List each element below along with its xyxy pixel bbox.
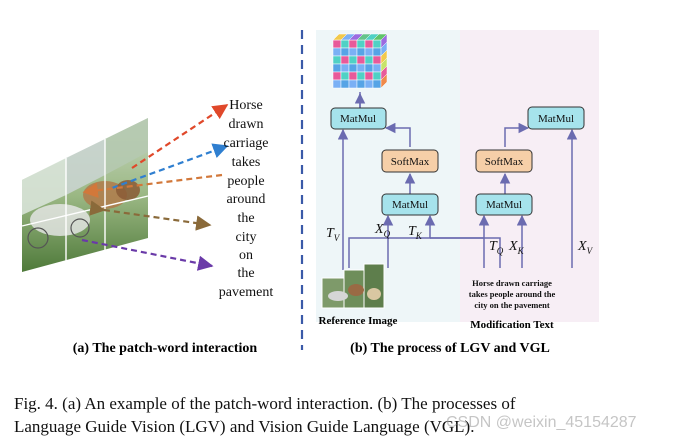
label-xk: XK xyxy=(508,239,525,256)
svg-text:SoftMax: SoftMax xyxy=(391,156,430,168)
cube-cell xyxy=(356,55,366,65)
softmax-left: SoftMax xyxy=(381,149,439,173)
word: the xyxy=(237,211,254,226)
label-tq: TQ xyxy=(489,239,504,256)
cube-cell xyxy=(364,55,374,65)
cube-cell xyxy=(356,71,366,81)
arrow-people xyxy=(82,173,223,198)
cube-cell xyxy=(348,39,358,49)
vgl-region xyxy=(460,30,599,322)
word: takes xyxy=(232,155,261,170)
patch-word-arrows xyxy=(81,104,229,271)
lgv-connectors xyxy=(337,92,436,270)
svg-text:takes people around the: takes people around the xyxy=(469,289,556,299)
cube-cell xyxy=(364,47,374,57)
cube-cell xyxy=(332,63,342,73)
cube-cell xyxy=(332,79,342,89)
modification-text-label: Modification Text xyxy=(470,319,554,331)
reference-image-label: Reference Image xyxy=(319,315,398,327)
label-xv: XV xyxy=(577,239,594,256)
cube-cell xyxy=(372,63,382,73)
arrow-horse xyxy=(131,104,229,169)
cube-cell xyxy=(340,63,350,73)
cube-cell xyxy=(340,55,350,65)
modification-text: Horse drawn carriage takes people around… xyxy=(469,278,556,310)
word: carriage xyxy=(223,136,268,151)
cube-cell xyxy=(364,71,374,81)
word: around xyxy=(227,192,266,207)
reference-image xyxy=(321,263,385,309)
label-tk: TK xyxy=(408,224,423,241)
cube-cell xyxy=(348,71,358,81)
vgl-connectors xyxy=(430,122,578,268)
svg-text:MatMul: MatMul xyxy=(538,113,574,125)
matmul-bottom-right: MatMul xyxy=(475,193,533,216)
cube-cell xyxy=(364,63,374,73)
cube-cell xyxy=(372,79,382,89)
word: drawn xyxy=(229,117,264,132)
cube-cell xyxy=(332,55,342,65)
svg-text:Horse drawn carriage: Horse drawn carriage xyxy=(472,278,552,288)
word: Horse xyxy=(229,98,262,113)
figure-caption: Fig. 4. (a) An example of the patch-word… xyxy=(14,392,684,438)
cube-cell xyxy=(356,79,366,89)
cube-cell xyxy=(340,71,350,81)
matmul-top-left: MatMul xyxy=(330,107,387,130)
svg-text:city on the pavement: city on the pavement xyxy=(474,300,549,310)
word: city xyxy=(236,230,257,245)
panel-b-subtitle: (b) The process of LGV and VGL xyxy=(350,341,550,356)
cube-cell xyxy=(356,63,366,73)
cube-cell xyxy=(340,47,350,57)
cube-cell xyxy=(348,47,358,57)
caption-line-2: Language Guide Vision (LGV) and Vision G… xyxy=(14,417,475,436)
cube-cell xyxy=(340,79,350,89)
caption-line-1: Fig. 4. (a) An example of the patch-word… xyxy=(14,394,516,413)
matmul-bottom-left: MatMul xyxy=(381,193,439,216)
cube-cell xyxy=(348,79,358,89)
arrow-city xyxy=(89,200,212,231)
cube-cell xyxy=(332,71,342,81)
word: pavement xyxy=(219,285,274,300)
cube-cell xyxy=(380,73,388,89)
svg-text:SoftMax: SoftMax xyxy=(485,156,524,168)
cube-cell xyxy=(372,39,382,49)
svg-text:MatMul: MatMul xyxy=(486,199,522,211)
label-xq: XQ xyxy=(374,222,391,239)
panel-a-subtitle: (a) The patch-word interaction xyxy=(73,341,258,356)
cube-cell xyxy=(332,47,342,57)
cube-cell xyxy=(372,55,382,65)
watermark: CSDN @weixin_45154287 xyxy=(446,414,637,431)
figure-canvas: Horse drawn carriage takes people around… xyxy=(21,30,599,356)
label-tv: TV xyxy=(326,226,341,243)
word: on xyxy=(239,248,253,263)
cube-cell xyxy=(348,55,358,65)
patch-photo xyxy=(21,118,149,272)
word: people xyxy=(227,174,264,189)
cube-cell xyxy=(348,63,358,73)
matmul-top-right: MatMul xyxy=(527,106,585,130)
cube-cell xyxy=(356,39,366,49)
cube-cell xyxy=(364,79,374,89)
arrow-pavement xyxy=(81,238,214,271)
cube-cell xyxy=(372,47,382,57)
cube-cell xyxy=(356,47,366,57)
cube-cell xyxy=(372,71,382,81)
word: the xyxy=(237,266,254,281)
svg-text:MatMul: MatMul xyxy=(392,199,428,211)
cube-cell xyxy=(340,39,350,49)
cube-cell xyxy=(332,39,342,49)
svg-text:MatMul: MatMul xyxy=(340,113,376,125)
feature-cube xyxy=(332,33,388,89)
arrow-carriage xyxy=(111,143,229,190)
cube-cell xyxy=(364,39,374,49)
panel-b: MatMul SoftMax MatMul MatMul SoftMax Mat… xyxy=(316,30,599,356)
softmax-right: SoftMax xyxy=(475,149,533,173)
word-list: Horse drawn carriage takes people around… xyxy=(219,98,274,300)
panel-a: Horse drawn carriage takes people around… xyxy=(21,98,274,356)
